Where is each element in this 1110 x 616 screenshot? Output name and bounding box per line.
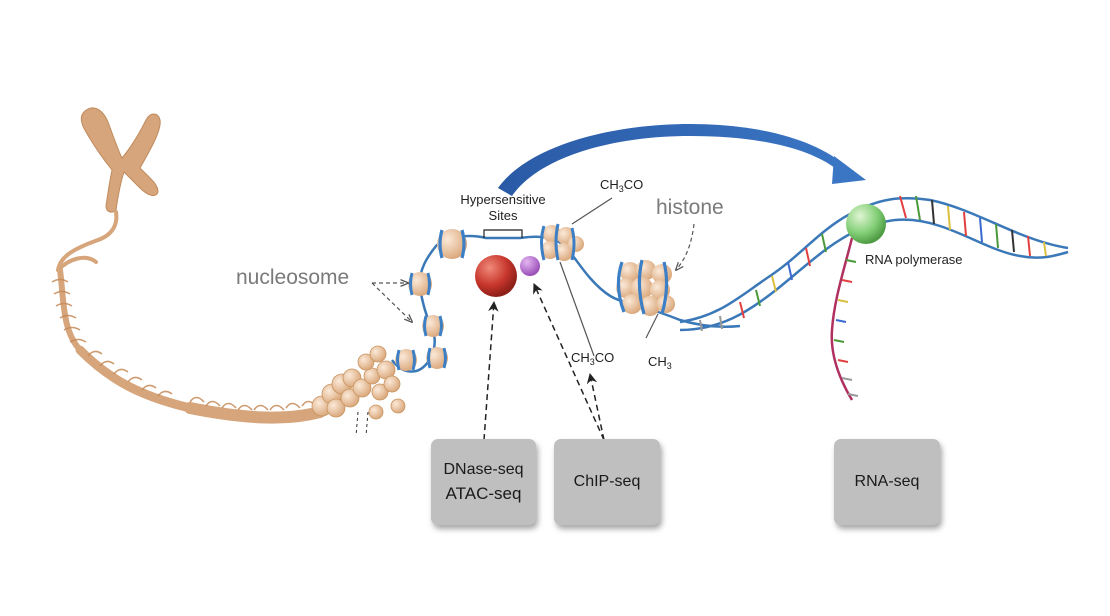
pointer-lines bbox=[559, 197, 659, 357]
bead-cluster bbox=[311, 345, 406, 420]
assay-arrows bbox=[483, 283, 605, 441]
chip-seq-label: ChIP-seq bbox=[573, 473, 641, 490]
chip-seq-box: ChIP-seq bbox=[554, 439, 660, 525]
acetyl-top-post: CO bbox=[623, 177, 644, 192]
rna-bases bbox=[833, 259, 859, 397]
dashed-gray-arrows bbox=[371, 223, 695, 322]
acetyl-bottom-label: CH3CO bbox=[571, 350, 614, 367]
chromatin-coils bbox=[51, 278, 317, 411]
hypersensitive-red-sphere bbox=[475, 255, 517, 297]
nucleosome-2 bbox=[426, 347, 448, 369]
dnase-atac-box: DNase-seq ATAC-seq bbox=[431, 439, 536, 525]
acetyl-bottom-post: CO bbox=[594, 350, 615, 365]
acetyl-bottom-sub: 3 bbox=[589, 357, 595, 367]
rna-strand bbox=[830, 237, 854, 401]
methyl-sub: 3 bbox=[666, 361, 672, 371]
dnase-seq-label: DNase-seq bbox=[443, 461, 524, 478]
nucleosome-histone-large bbox=[616, 259, 675, 316]
chromatin-fiber bbox=[56, 210, 326, 424]
hypersensitive-line-1: Hypersensitive bbox=[460, 192, 546, 207]
acetyl-bottom-pre: CH bbox=[571, 350, 590, 365]
nucleosome-6 bbox=[540, 223, 584, 261]
rna-seq-label: RNA-seq bbox=[854, 473, 920, 490]
hypersensitive-purple-sphere bbox=[520, 256, 540, 276]
acetyl-top-sub: 3 bbox=[618, 184, 624, 194]
chromosome bbox=[80, 107, 161, 213]
rna-seq-box: RNA-seq bbox=[834, 439, 940, 525]
hypersensitive-line-2: Sites bbox=[488, 208, 518, 223]
methyl-pre: CH bbox=[648, 354, 667, 369]
cluster-dashes bbox=[355, 411, 369, 437]
rna-polymerase-label: RNA polymerase bbox=[865, 252, 963, 267]
nucleosome-1 bbox=[395, 349, 417, 371]
hypersensitive-sites-label: Hypersensitive Sites bbox=[444, 192, 562, 224]
rna-polymerase-sphere bbox=[846, 204, 886, 244]
curved-arrow-head bbox=[832, 156, 866, 184]
curved-arrow bbox=[498, 124, 848, 196]
nucleosome-3 bbox=[422, 315, 444, 337]
acetyl-top-label: CH3CO bbox=[600, 177, 643, 194]
methyl-label: CH3 bbox=[648, 354, 672, 371]
nucleosome-label: nucleosome bbox=[236, 266, 350, 289]
atac-seq-label: ATAC-seq bbox=[445, 484, 522, 503]
acetyl-top-pre: CH bbox=[600, 177, 619, 192]
nucleosome-5 bbox=[437, 229, 467, 259]
histone-label: histone bbox=[656, 196, 724, 219]
nucleosome-4 bbox=[408, 272, 432, 296]
nucleosomes bbox=[395, 223, 675, 371]
hypersensitive-bracket bbox=[483, 229, 523, 238]
